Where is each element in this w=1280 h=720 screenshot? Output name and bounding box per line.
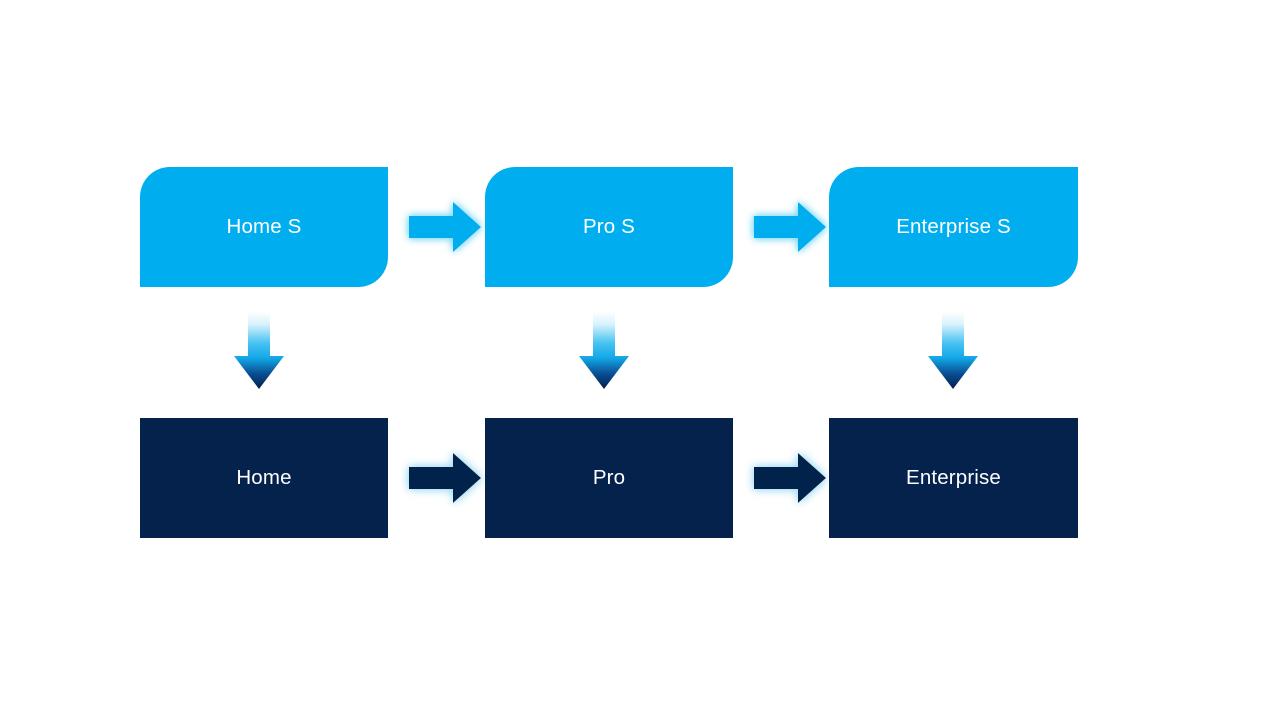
arrow-right-shape [754,202,826,252]
arrow-pro-to-enterprise-icon [748,447,830,509]
arrow-home-to-pro-icon [403,447,485,509]
arrow-right-shape [409,453,481,503]
arrow-right-shape [409,202,481,252]
node-label: Home S [226,214,302,238]
node-enterprise-product[interactable]: Enterprise [829,418,1078,538]
arrow-down-shape [234,312,284,389]
arrow-home-service-to-pro-service-icon [403,196,485,258]
node-home-product[interactable]: Home [140,418,388,538]
arrow-pro-service-to-pro-icon [577,310,631,392]
node-label: Pro S [582,214,636,238]
arrow-pro-service-to-enterprise-service-icon [748,196,830,258]
node-label: Pro [592,465,626,489]
arrow-enterprise-service-to-enterprise-icon [926,310,980,392]
node-enterprise-service[interactable]: Enterprise S [829,167,1078,287]
node-label: Enterprise [906,465,1001,489]
node-pro-service[interactable]: Pro S [485,167,733,287]
node-label: Enterprise S [896,214,1011,238]
arrow-home-service-to-home-icon [232,310,286,392]
arrow-right-shape [754,453,826,503]
arrow-down-shape [579,312,629,389]
node-home-service[interactable]: Home S [140,167,388,287]
node-label: Home [236,465,292,489]
arrow-down-shape [928,312,978,389]
node-pro-product[interactable]: Pro [485,418,733,538]
